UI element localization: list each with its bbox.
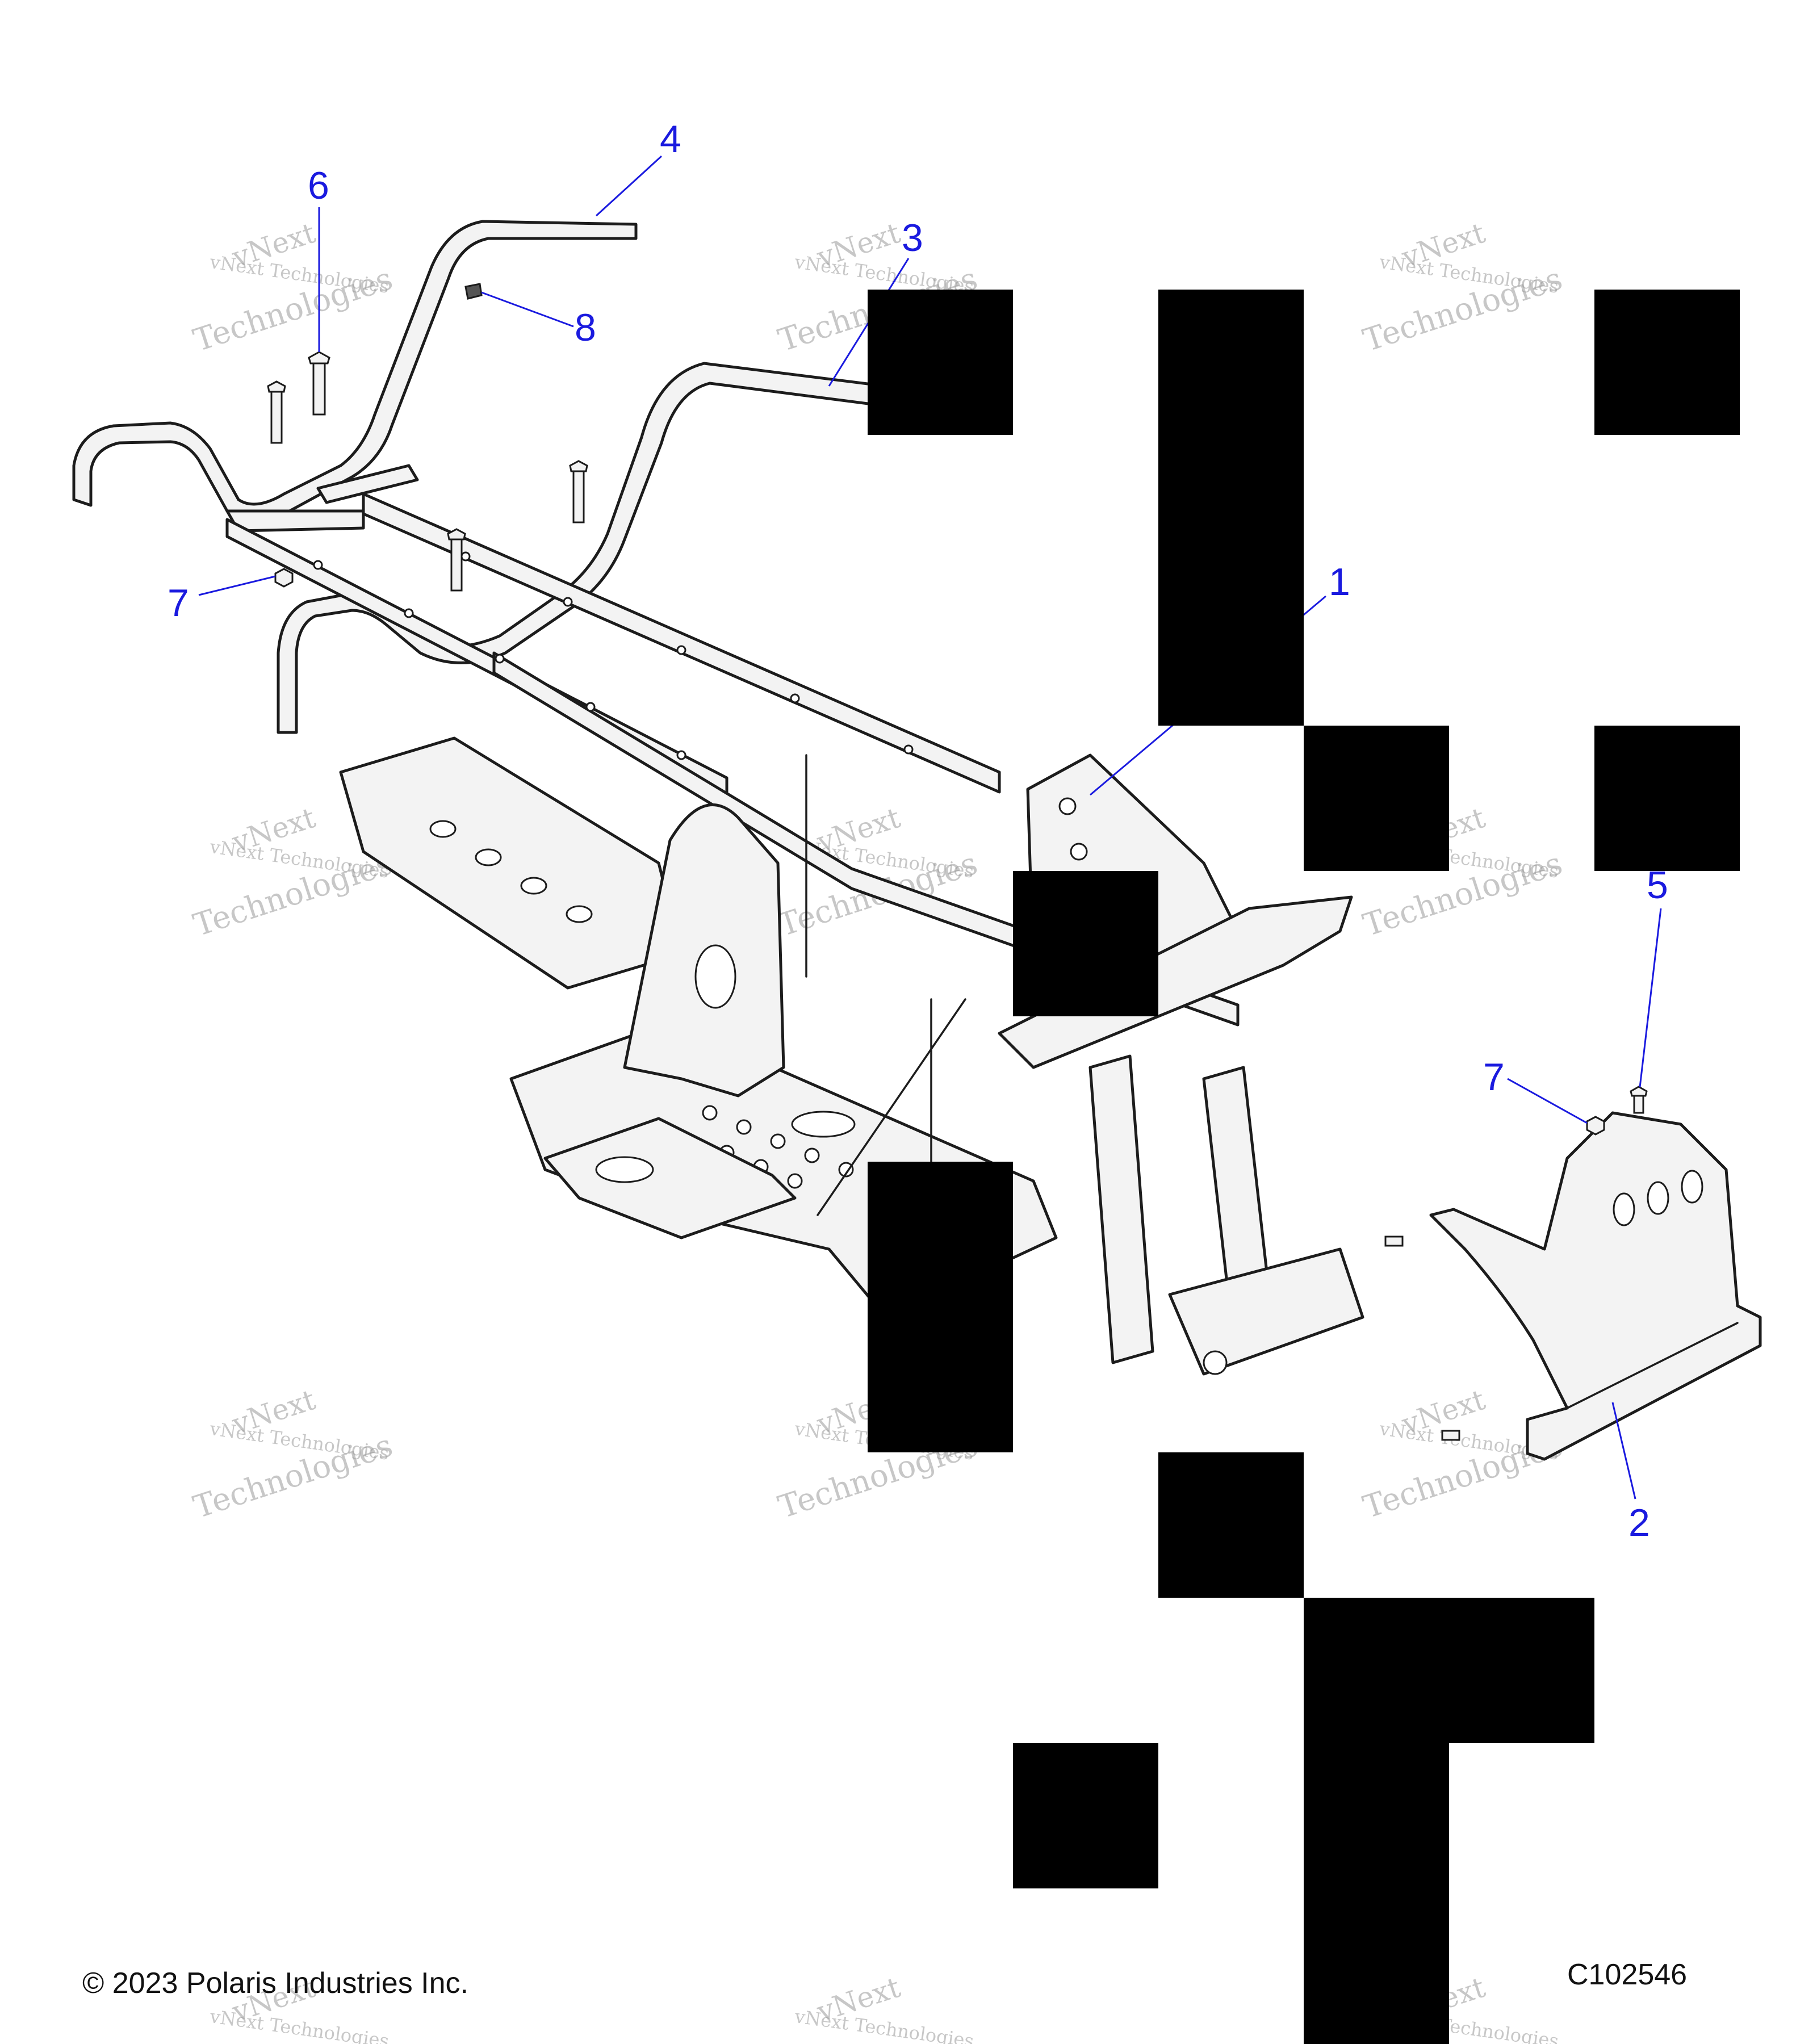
rear-subframe <box>339 736 683 990</box>
diagonal-brace <box>817 998 966 1216</box>
clip-icon <box>464 283 483 300</box>
callout-3[interactable]: 3 <box>902 216 923 259</box>
front-bumper-frame <box>1429 1111 1762 1461</box>
redaction-block <box>1594 726 1740 871</box>
floor-pan-holes <box>702 1105 856 1189</box>
upper-crossbar <box>225 509 365 533</box>
svg-text:vNext Technologies: vNext Technologies <box>793 2005 975 2044</box>
skid-plate-hole <box>595 1156 654 1183</box>
watermark: vNext vNext Technologies Technologies <box>189 1383 397 1526</box>
side-rail-center <box>362 492 1001 794</box>
callout-4[interactable]: 4 <box>660 118 681 161</box>
leader-line-5 <box>1639 908 1662 1088</box>
nut-icon <box>1586 1116 1605 1136</box>
watermark: vNext vNext Technologies Technologies <box>1359 216 1567 359</box>
upper-bar-left <box>72 220 638 521</box>
watermark: vNext vNext Technologies <box>793 1971 975 2044</box>
redaction-block <box>1304 726 1449 871</box>
redaction-block <box>1013 871 1158 1016</box>
callout-2[interactable]: 2 <box>1628 1501 1650 1544</box>
redaction-block <box>1304 1743 1449 2044</box>
redaction-block <box>868 290 1013 435</box>
callout-8[interactable]: 8 <box>575 306 596 349</box>
redaction-block <box>1013 1743 1158 1888</box>
watermark: vNext vNext Technologies Technologies <box>189 216 397 359</box>
front-bumper-mount <box>1168 1247 1364 1376</box>
rear-skid-plate <box>543 1117 797 1239</box>
redaction-blocks <box>868 290 1740 2044</box>
bolt-icon <box>569 460 588 523</box>
leader-line-4 <box>595 155 663 217</box>
rear-subframe-holes <box>429 820 593 923</box>
callout-7-front[interactable]: 7 <box>1483 1055 1505 1099</box>
upper-bar-right <box>277 362 887 734</box>
bumper-inner-edge <box>1566 1322 1739 1409</box>
rail-holes <box>313 551 914 760</box>
fasteners <box>267 283 1648 1441</box>
leader-line-2 <box>1611 1402 1636 1500</box>
redaction-block <box>1158 290 1304 726</box>
nut-icon <box>274 568 294 588</box>
mount-bushing <box>1203 1350 1228 1375</box>
bolt-icon <box>447 528 466 592</box>
redaction-block <box>1304 1598 1594 1743</box>
callout-labels: 1 2 3 4 5 6 7 7 8 <box>168 118 1668 1544</box>
svg-text:vNext Technologies: vNext Technologies <box>208 2005 390 2044</box>
leader-line-7a <box>198 575 276 596</box>
callout-1[interactable]: 1 <box>1329 560 1350 604</box>
callout-7-rear[interactable]: 7 <box>168 581 189 625</box>
callout-6[interactable]: 6 <box>308 164 329 207</box>
figure-id: C102546 <box>1567 1958 1687 1991</box>
upper-crossbar <box>316 464 419 504</box>
front-lower-leg <box>1088 1054 1154 1364</box>
front-bumper-assembly <box>1429 1111 1762 1461</box>
leader-line-7b <box>1507 1078 1588 1124</box>
bumper-holes <box>1613 1170 1703 1226</box>
bolt-icon <box>267 380 286 444</box>
leader-line-8 <box>481 291 574 328</box>
tower-cutout <box>694 944 736 1009</box>
bolt-icon <box>1630 1086 1648 1114</box>
redaction-block <box>1594 290 1740 435</box>
copyright-notice: © 2023 Polaris Industries Inc. <box>82 1967 468 2000</box>
redaction-block <box>868 1162 1013 1452</box>
bolt-icon <box>1441 1430 1460 1441</box>
front-crossbeam <box>998 895 1353 1069</box>
bolt-icon <box>308 351 330 416</box>
redaction-block <box>1158 1452 1304 1598</box>
bolt-icon <box>1384 1235 1404 1247</box>
